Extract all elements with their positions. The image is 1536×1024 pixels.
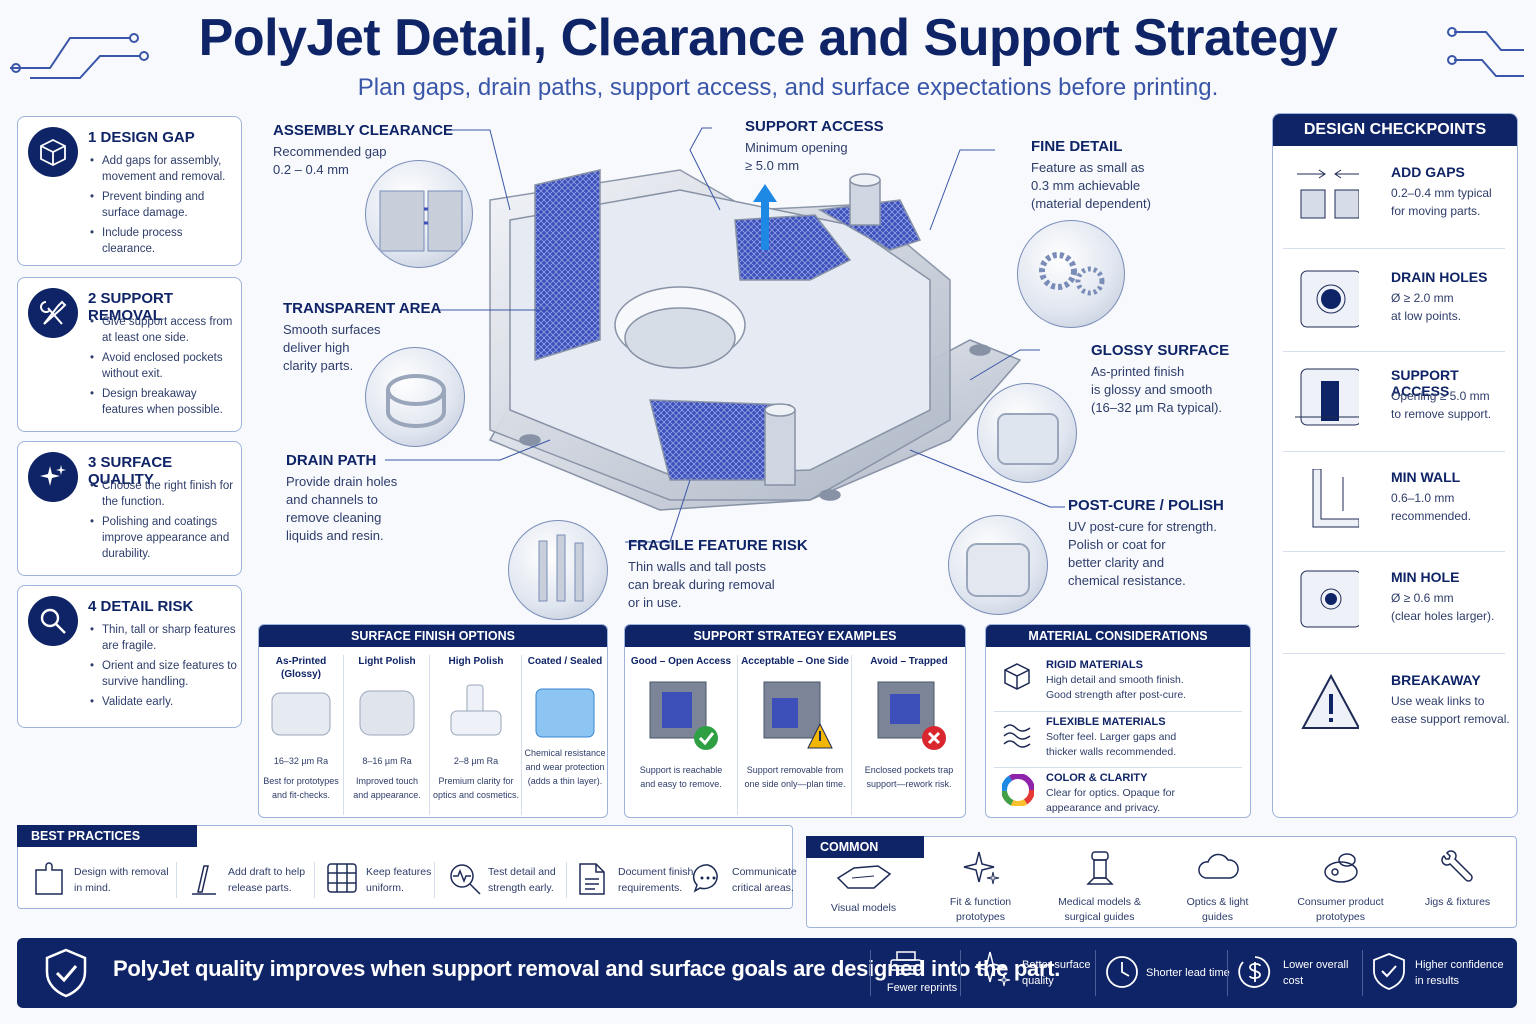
color-wheel-icon <box>1002 774 1034 806</box>
shield-check-icon <box>45 948 87 998</box>
common-use-item: Medical models &surgical guides <box>1042 850 1157 925</box>
surface-quality-card: 3 SURFACE QUALITY Choose the right finis… <box>17 441 242 576</box>
cube-outline-icon <box>1004 663 1030 690</box>
summary-banner: PolyJet quality improves when support re… <box>17 938 1517 1008</box>
printer-icon <box>890 951 922 975</box>
model-icon <box>836 865 891 889</box>
draft-icon <box>192 865 216 895</box>
dollar-icon <box>1238 956 1271 988</box>
sparkle-icon <box>963 851 999 885</box>
page-title: PolyJet Detail, Clearance and Support St… <box>198 9 1338 67</box>
support-access-icon <box>1295 368 1359 426</box>
min-hole-icon <box>1300 570 1359 628</box>
post-cure-zoom <box>948 515 1048 615</box>
detail-risk-card: 4 DETAIL RISK Thin, tall or sharp featur… <box>17 585 242 728</box>
transparent-area-zoom <box>365 347 465 447</box>
support-removal-card: 2 SUPPORT REMOVAL Give support access fr… <box>17 277 242 432</box>
shield-check-icon <box>1373 953 1405 990</box>
drain-hole-icon <box>1300 270 1359 328</box>
design-gap-card: 1 DESIGN GAP Add gaps for assembly, move… <box>17 116 242 266</box>
glossy-surface-zoom <box>977 383 1077 483</box>
page-subtitle: Plan gaps, drain paths, support access, … <box>357 74 1219 101</box>
assembly-clearance-zoom <box>365 160 473 268</box>
benefit-item: Fewer reprints <box>877 938 967 1008</box>
cube-icon <box>28 127 78 177</box>
tools-icon <box>28 288 78 338</box>
gap-icon <box>1297 169 1359 219</box>
chat-icon <box>692 864 718 893</box>
test-icon <box>450 864 481 895</box>
fragile-feature-zoom <box>508 520 608 620</box>
min-wall-icon <box>1312 469 1359 528</box>
medical-icon <box>1085 851 1114 885</box>
clock-icon <box>1106 956 1138 988</box>
cloud-icon <box>1197 853 1239 879</box>
document-icon <box>579 863 605 895</box>
sparkle-icon <box>28 452 78 502</box>
support-strategy-box: SUPPORT STRATEGY EXAMPLES Good – Open Ac… <box>624 624 966 818</box>
magnifier-icon <box>28 596 78 646</box>
part-illustration <box>385 127 1065 543</box>
puzzle-icon <box>35 862 63 895</box>
fine-detail-zoom <box>1017 220 1125 328</box>
common-use-item: Jigs & fixtures <box>1400 850 1515 910</box>
strategy-col: Acceptable – One Side Support removable … <box>741 656 849 789</box>
best-practices-heading: BEST PRACTICES <box>17 825 197 847</box>
common-uses-box <box>806 836 1517 928</box>
card-heading: DESIGN GAP <box>100 129 195 146</box>
warning-icon <box>1301 673 1359 729</box>
benefit-item: Shorter lead time <box>1102 938 1232 1008</box>
surface-finish-box: SURFACE FINISH OPTIONS As-Printed(Glossy… <box>258 624 608 818</box>
product-icon <box>1323 853 1358 883</box>
panel-heading: DESIGN CHECKPOINTS <box>1273 114 1517 146</box>
grid-icon <box>327 863 357 893</box>
wrench-icon <box>1440 850 1473 882</box>
common-uses-heading: COMMON USES <box>806 836 924 876</box>
card-heading: DETAIL RISK <box>100 598 194 615</box>
common-use-item: Visual models <box>806 858 921 916</box>
wave-icon <box>1003 724 1031 748</box>
circuit-decoration-left <box>10 33 149 79</box>
sparkle-icon <box>974 951 1011 987</box>
circuit-decoration-right <box>1447 27 1524 77</box>
